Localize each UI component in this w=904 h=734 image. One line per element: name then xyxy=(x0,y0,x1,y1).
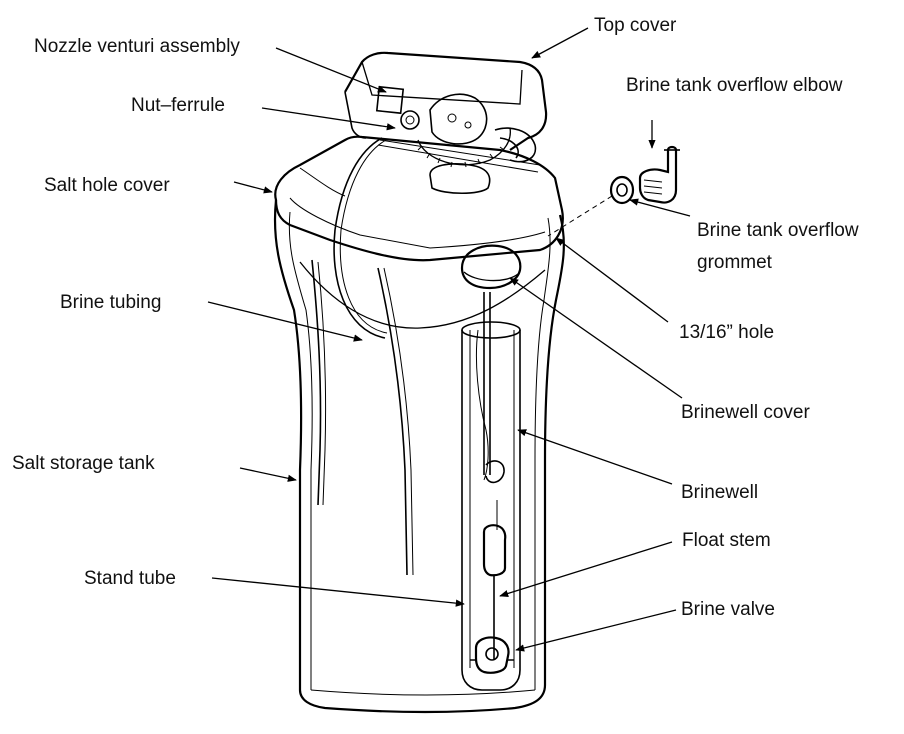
label-hole: 13/16” hole xyxy=(679,322,774,343)
label-float-stem: Float stem xyxy=(682,530,771,551)
label-brine-tubing: Brine tubing xyxy=(60,292,161,313)
label-overflow-grommet-2: grommet xyxy=(697,252,773,273)
brine-tubing-shape xyxy=(333,137,388,339)
label-salt-hole-cover: Salt hole cover xyxy=(44,175,170,196)
brinewell-shape xyxy=(460,244,522,691)
label-salt-storage-tank: Salt storage tank xyxy=(12,453,155,474)
label-nut-ferrule: Nut–ferrule xyxy=(131,95,225,116)
label-brine-overflow-elbow: Brine tank overflow elbow xyxy=(626,75,843,96)
label-overflow-grommet-1: Brine tank overflow xyxy=(697,220,859,241)
valve-assembly xyxy=(344,51,548,195)
leader-lines xyxy=(207,27,691,652)
label-brinewell-cover: Brinewell cover xyxy=(681,402,810,423)
label-nozzle-venturi: Nozzle venturi assembly xyxy=(34,36,240,57)
label-top-cover: Top cover xyxy=(594,15,677,36)
label-brine-valve: Brine valve xyxy=(681,599,775,620)
label-stand-tube: Stand tube xyxy=(84,568,176,589)
salt-storage-tank-body xyxy=(273,199,565,714)
overflow-elbow-parts xyxy=(547,145,680,237)
salt-hole-cover-shape xyxy=(274,135,564,262)
label-brinewell: Brinewell xyxy=(681,482,758,503)
